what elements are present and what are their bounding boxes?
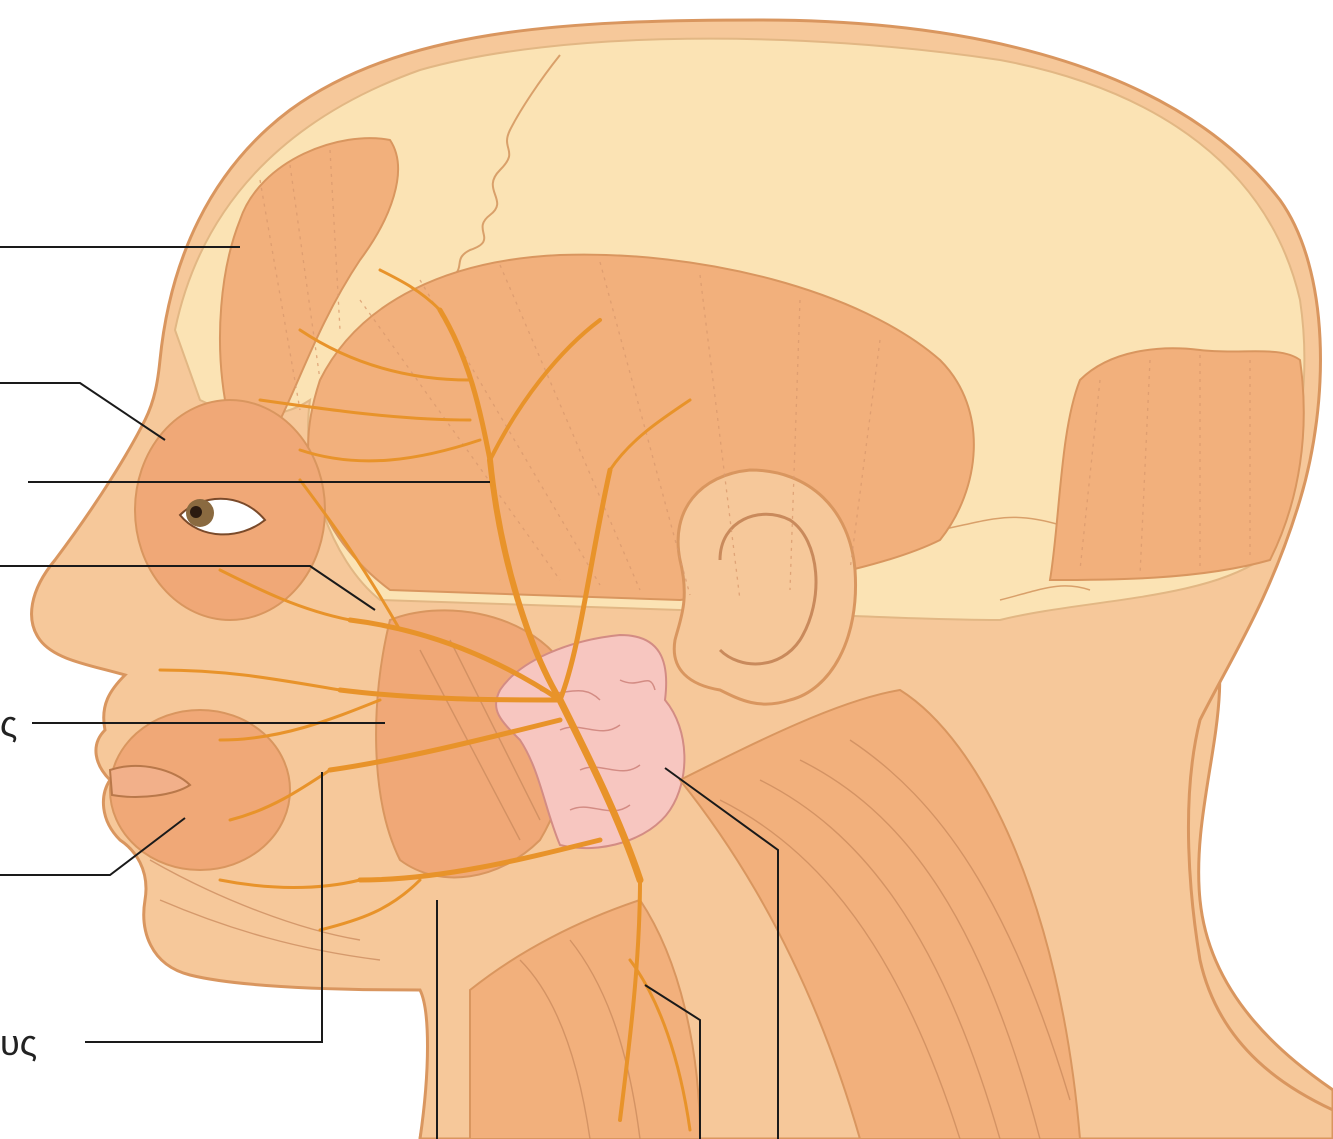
label-3: ς — [0, 703, 17, 744]
ear — [674, 470, 855, 704]
labels: ς υς — [0, 703, 37, 1063]
occipitalis-muscle — [1050, 348, 1304, 580]
pupil — [190, 506, 202, 518]
label-7: υς — [0, 1022, 37, 1063]
